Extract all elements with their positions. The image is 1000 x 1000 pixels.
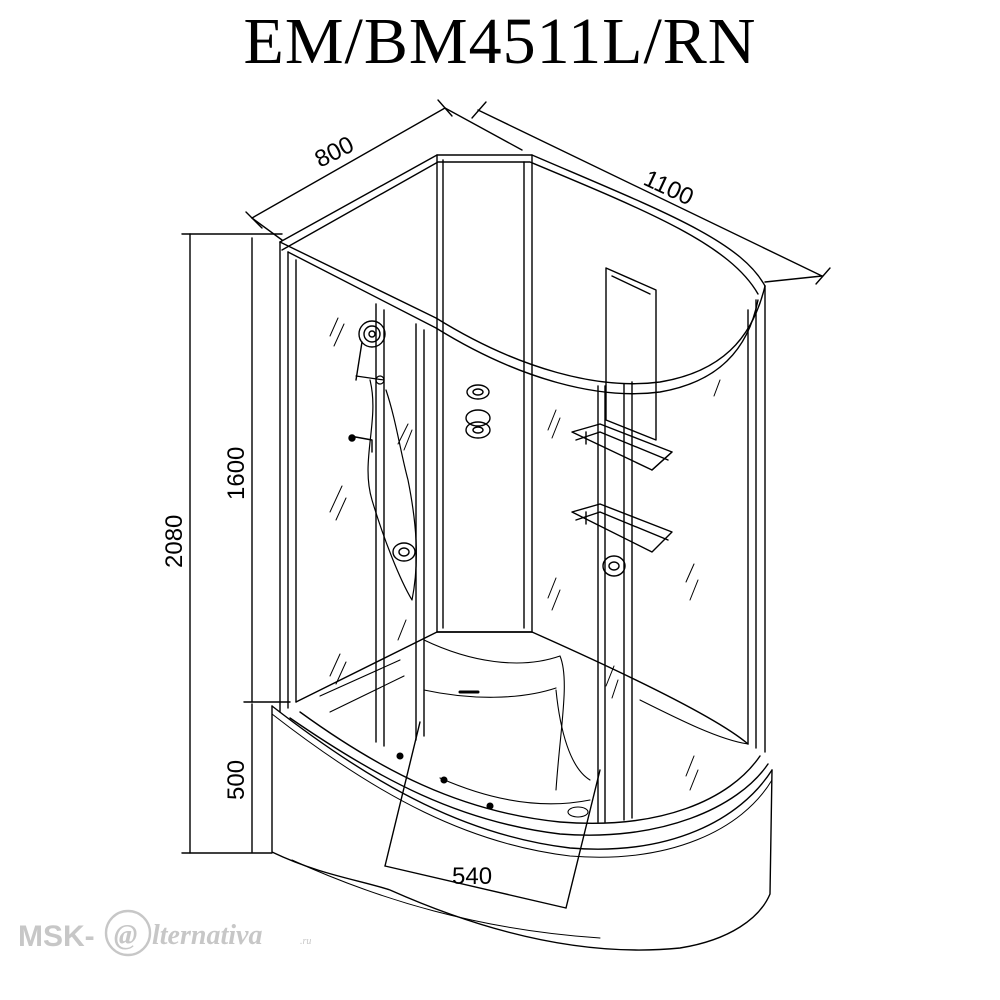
- watermark-logo: MSK- @ lternativa .ru: [18, 909, 311, 957]
- tray-front-inner: [299, 711, 761, 824]
- glass-reflections: [329, 317, 721, 791]
- dim-540-line: [384, 721, 601, 909]
- shelf-lower: [571, 503, 673, 553]
- watermark-prefix: MSK-: [18, 920, 95, 953]
- watermark-tld: .ru: [300, 936, 311, 947]
- watermark-at-icon: @: [114, 920, 137, 951]
- dim-500-label: 500: [223, 760, 250, 800]
- tray-back-edge: [295, 631, 749, 745]
- control-panel: [605, 267, 657, 441]
- dimension-lines: [181, 99, 831, 909]
- mixer-tap-icon: [348, 434, 373, 453]
- dim-800-line: [245, 99, 523, 241]
- dim-2080-line: [181, 233, 283, 854]
- dim-1100-line: [471, 101, 831, 285]
- dim-800-label: 800: [310, 131, 358, 173]
- dim-540-label: 540: [452, 863, 492, 890]
- roof-inner-edge: [287, 251, 759, 395]
- hand-shower-hose-icon: [355, 375, 417, 601]
- shelf-upper: [571, 423, 673, 471]
- base-apron: [271, 705, 773, 951]
- model-title: EM/BM4511L/RN: [243, 5, 757, 78]
- roof-inner-back: [281, 161, 759, 295]
- jet-icon: [396, 752, 404, 760]
- dim-2080-label: 2080: [161, 515, 188, 568]
- tray-seat: [319, 639, 749, 818]
- jet-icon: [486, 802, 494, 810]
- massage-jet-icon: [465, 384, 491, 439]
- door-handle-icon: [602, 555, 626, 577]
- tray-front-outer: [289, 717, 769, 836]
- dim-1600-label: 1600: [223, 447, 250, 500]
- dim-1100-label: 1100: [639, 165, 697, 211]
- drain-icon: [567, 806, 589, 818]
- roof-back-edge: [279, 154, 766, 287]
- overhead-shower-head-icon: [355, 320, 386, 381]
- jet-icon: [440, 776, 448, 784]
- watermark-word: lternativa: [152, 920, 262, 951]
- roof-front-edge: [279, 241, 766, 385]
- knob-icon: [392, 542, 416, 562]
- dim-1600-line: [243, 237, 291, 703]
- cabin-frame: [279, 154, 769, 836]
